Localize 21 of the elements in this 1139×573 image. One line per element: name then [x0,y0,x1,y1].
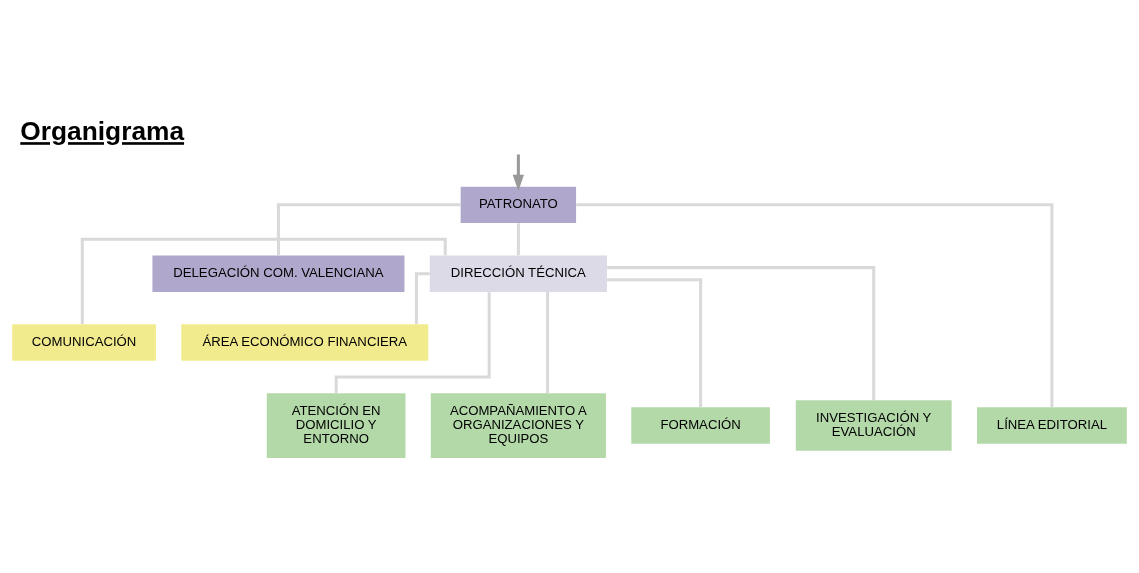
connector [607,265,876,400]
node-box: COMUNICACIÓN [12,323,156,361]
connector [546,291,550,393]
node-box: PATRONATO [460,186,577,223]
node-box: LÍNEA EDITORIAL [977,406,1127,444]
node-box: DELEGACIÓN COM. VALENCIANA [152,254,405,292]
connector [334,291,491,393]
connector [414,271,430,324]
connector [516,222,520,255]
node-box: ÁREA ECONÓMICO FINANCIERA [181,323,429,361]
connector [607,277,703,407]
connector [576,202,1054,407]
node-box: DIRECCIÓN TÉCNICA [429,254,607,292]
node-box: ACOMPAÑAMIENTO A ORGANIZACIONES Y EQUIPOS [430,392,606,458]
node-box: INVESTIGACIÓN Y EVALUACIÓN [795,399,952,451]
node-box: FORMACIÓN [631,406,770,444]
diagram-title: Organigrama [20,115,185,146]
connector [80,237,447,324]
connector [276,202,461,255]
node-box: ATENCIÓN EN DOMICILIO Y ENTORNO [266,392,406,458]
arrow [512,153,525,191]
